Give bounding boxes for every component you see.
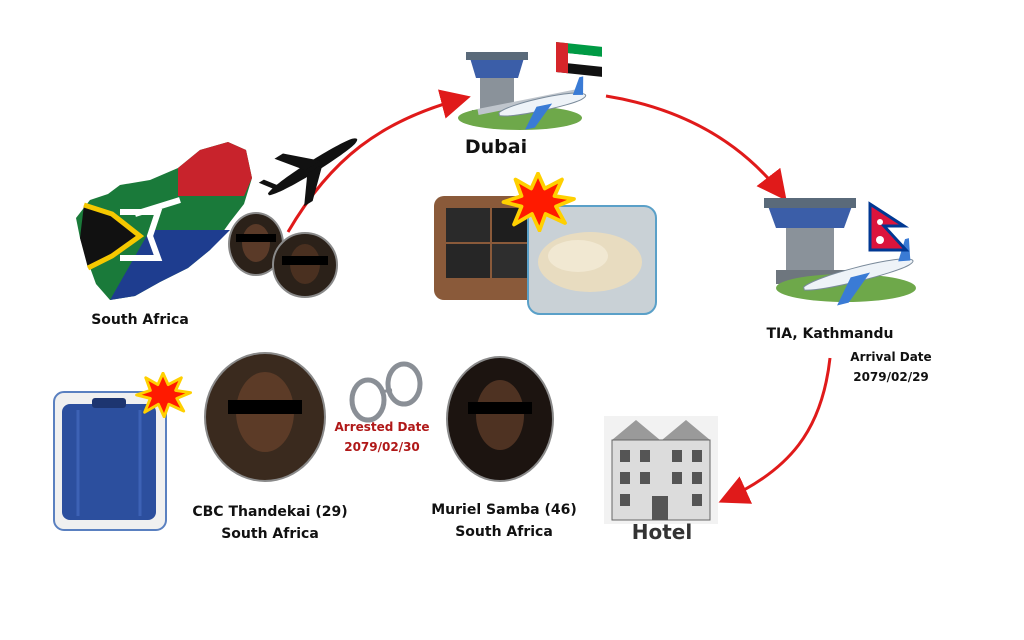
suspect-photo-small-2 [272,232,338,298]
arrival-date-value: 2079/02/29 [853,370,929,384]
south-africa-map-icon [76,142,252,300]
airplane-icon [803,238,914,306]
suspect-1-country: South Africa [221,526,319,542]
handcuffs-icon [349,361,423,423]
explosion-burst-icon [504,174,575,231]
transit-label: Dubai [464,136,528,158]
hotel-label: Hotel [631,520,693,544]
arrival-date-label: Arrival Date [850,350,932,364]
suitcase-icon [53,391,167,531]
airplane-icon [258,138,358,207]
arrested-date-value: 2079/02/30 [344,440,420,454]
nepal-flag-icon [868,201,910,252]
destination-label: TIA, Kathmandu [766,326,894,342]
suspect-photo-thandekai [204,352,326,482]
origin-label: South Africa [91,312,189,328]
suspect-1-name: CBC Thandekai (29) [192,504,348,520]
hotel-building-icon [604,416,718,524]
arrested-date-label: Arrested Date [334,420,430,434]
uae-flag-icon [556,42,602,77]
suspect-2-name: Muriel Samba (46) [431,502,577,518]
suspect-photo-samba [446,356,554,482]
explosion-burst-icon [135,372,193,418]
arrow-dubai-to-kathmandu [605,94,787,201]
airport-tower-icon [764,198,916,302]
arrow-south-africa-to-dubai [286,89,471,233]
airplane-icon [498,76,587,130]
arrow-kathmandu-to-hotel [718,357,832,504]
route-arrows [286,89,832,504]
suspect-2-country: South Africa [455,524,553,540]
